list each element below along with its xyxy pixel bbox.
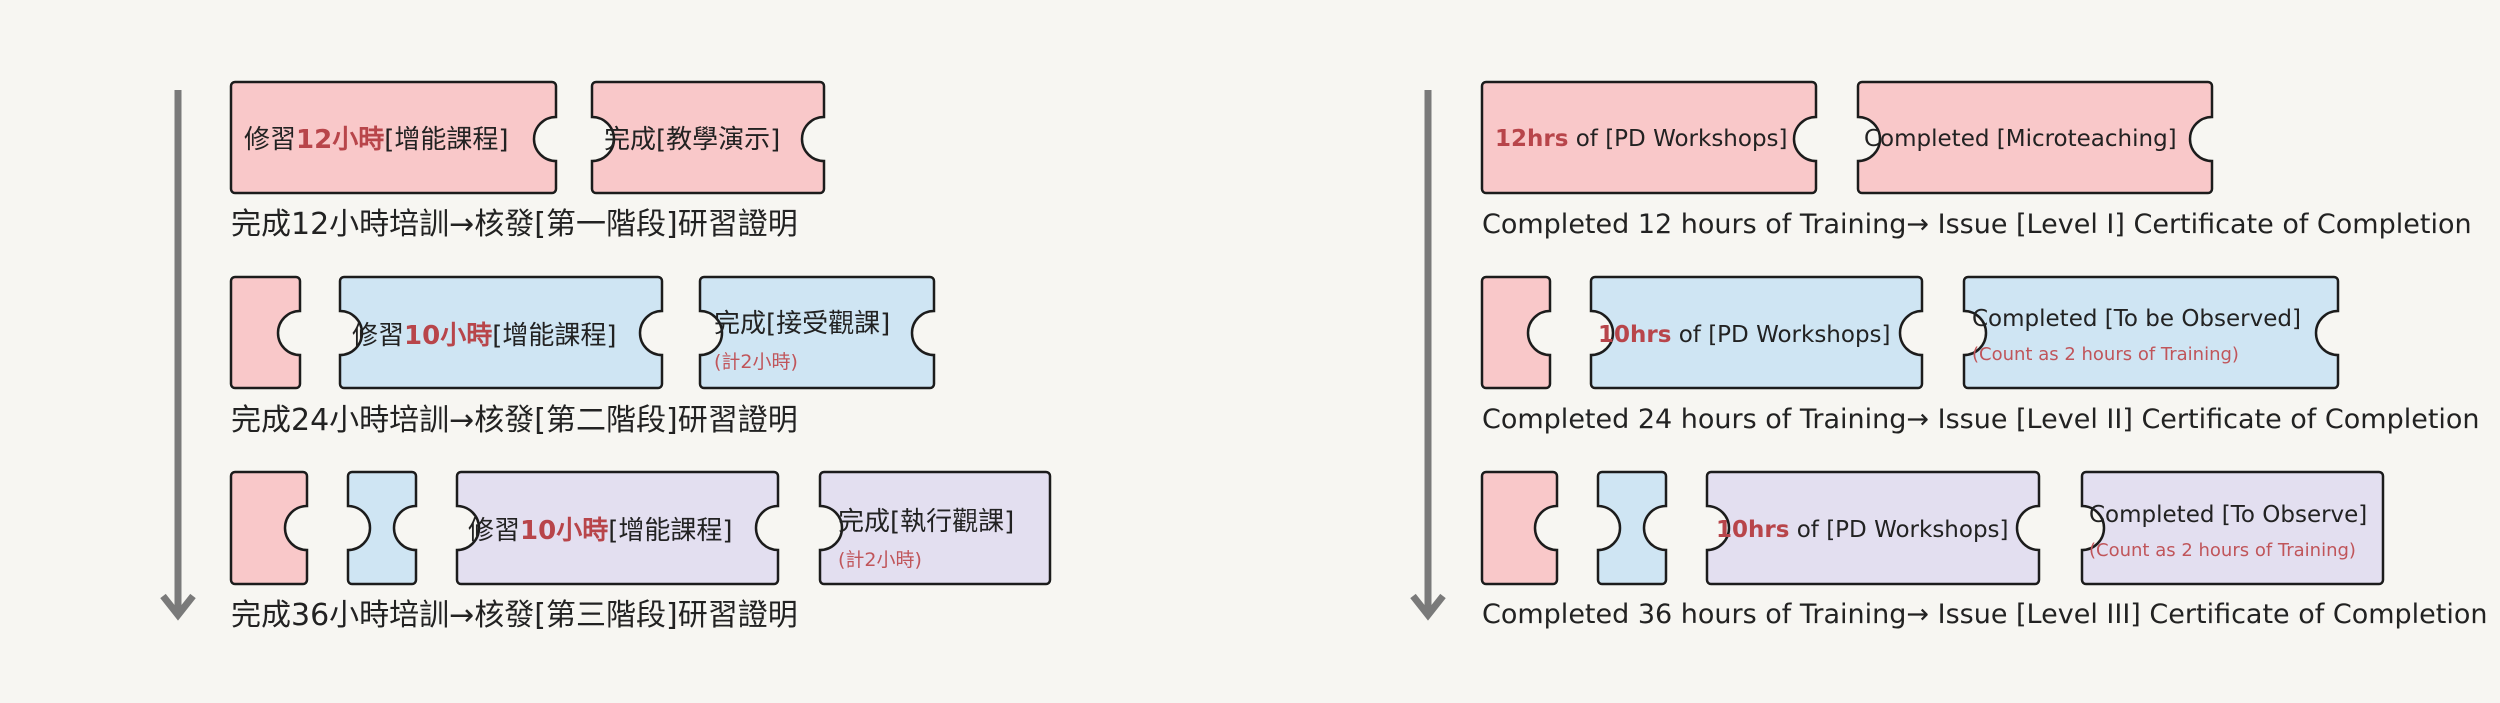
piece-label: Completed [To be Observed] bbox=[1972, 306, 2301, 332]
piece-label: 10hrs of [PD Workshops] bbox=[1598, 322, 1891, 348]
level2-caption: Completed 24 hours of Training→ Issue [L… bbox=[1482, 404, 2480, 435]
puzzle-piece-blue bbox=[1596, 470, 1668, 586]
piece-label: 10hrs of [PD Workshops] bbox=[1716, 517, 2009, 543]
puzzle-piece-lavender bbox=[2080, 470, 2385, 586]
label-suffix: [增能課程] bbox=[384, 125, 508, 155]
puzzle-piece-blue bbox=[698, 275, 936, 390]
puzzle-piece-pink bbox=[1480, 470, 1559, 586]
piece-label: Completed [Microteaching] bbox=[1864, 126, 2177, 152]
label-suffix: of [PD Workshops] bbox=[1568, 126, 1787, 152]
level3-caption: Completed 36 hours of Training→ Issue [L… bbox=[1482, 599, 2488, 630]
label-prefix: 修習 bbox=[352, 321, 404, 351]
level2-row-zh: 修習10小時[增能課程] 完成[接受觀課] (計2小時) 完成24小時培訓→核發… bbox=[229, 275, 936, 438]
puzzle-piece-pink bbox=[590, 80, 826, 195]
label-prefix: 修習 bbox=[468, 516, 520, 546]
level1-caption: 完成12小時培訓→核發[第一階段]研習證明 bbox=[231, 207, 798, 242]
piece-label: 修習10小時[增能課程] bbox=[468, 516, 733, 546]
puzzle-piece-blue bbox=[1962, 275, 2340, 390]
hours-highlight: 10小時 bbox=[520, 516, 608, 546]
chinese-panel: 修習12小時[增能課程] 完成[教學演示] 完成12小時培訓→核發[第一階段]研… bbox=[160, 80, 1052, 633]
piece-label: 12hrs of [PD Workshops] bbox=[1495, 126, 1788, 152]
label-suffix: of [PD Workshops] bbox=[1789, 517, 2008, 543]
puzzle-piece-blue bbox=[338, 275, 664, 390]
level1-row-en: 12hrs of [PD Workshops] Completed [Micro… bbox=[1480, 80, 2472, 240]
puzzle-piece-pink bbox=[229, 80, 558, 195]
puzzle-piece-pink bbox=[1856, 80, 2214, 195]
piece-label: 完成[接受觀課] bbox=[714, 309, 890, 339]
puzzle-piece-pink bbox=[1480, 275, 1552, 390]
hours-highlight: 10hrs bbox=[1716, 517, 1789, 543]
piece-note: (Count as 2 hours of Training) bbox=[1972, 344, 2239, 365]
piece-note: (計2小時) bbox=[714, 351, 798, 373]
puzzle-piece-lavender bbox=[818, 470, 1052, 586]
piece-label: 修習10小時[增能課程] bbox=[352, 321, 617, 351]
hours-highlight: 12小時 bbox=[296, 125, 384, 155]
puzzle-piece-pink bbox=[229, 275, 302, 390]
level3-row-en: 10hrs of [PD Workshops] Completed [To Ob… bbox=[1480, 470, 2488, 630]
label-suffix: [增能課程] bbox=[492, 321, 616, 351]
level1-row-zh: 修習12小時[增能課程] 完成[教學演示] 完成12小時培訓→核發[第一階段]研… bbox=[229, 80, 826, 242]
level1-caption: Completed 12 hours of Training→ Issue [L… bbox=[1482, 209, 2472, 240]
piece-label: 完成[執行觀課] bbox=[838, 507, 1014, 537]
english-panel: 12hrs of [PD Workshops] Completed [Micro… bbox=[1410, 80, 2488, 630]
puzzle-piece-lavender bbox=[455, 470, 780, 586]
puzzle-piece-blue bbox=[1589, 275, 1924, 390]
label-prefix: 修習 bbox=[244, 125, 296, 155]
label-suffix: of [PD Workshops] bbox=[1671, 322, 1890, 348]
piece-label: Completed [To Observe] bbox=[2089, 502, 2367, 528]
puzzle-piece-pink bbox=[229, 470, 309, 586]
hours-highlight: 10小時 bbox=[404, 321, 492, 351]
level2-row-en: 10hrs of [PD Workshops] Completed [To be… bbox=[1480, 275, 2480, 435]
piece-label: 完成[教學演示] bbox=[604, 125, 780, 155]
puzzle-piece-blue bbox=[346, 470, 418, 586]
progress-arrow-right bbox=[1410, 90, 1446, 621]
progress-arrow-left bbox=[160, 90, 196, 621]
puzzle-piece-lavender bbox=[1705, 470, 2041, 586]
label-suffix: [增能課程] bbox=[608, 516, 732, 546]
piece-label: 修習12小時[增能課程] bbox=[244, 125, 509, 155]
level3-row-zh: 修習10小時[增能課程] 完成[執行觀課] (計2小時) 完成36小時培訓→核發… bbox=[229, 470, 1052, 633]
puzzle-piece-pink bbox=[1480, 80, 1818, 195]
hours-highlight: 10hrs bbox=[1598, 322, 1671, 348]
hours-highlight: 12hrs bbox=[1495, 126, 1568, 152]
piece-note: (Count as 2 hours of Training) bbox=[2089, 540, 2356, 561]
level3-caption: 完成36小時培訓→核發[第三階段]研習證明 bbox=[231, 598, 798, 633]
piece-note: (計2小時) bbox=[838, 549, 922, 571]
level2-caption: 完成24小時培訓→核發[第二階段]研習證明 bbox=[231, 403, 798, 438]
